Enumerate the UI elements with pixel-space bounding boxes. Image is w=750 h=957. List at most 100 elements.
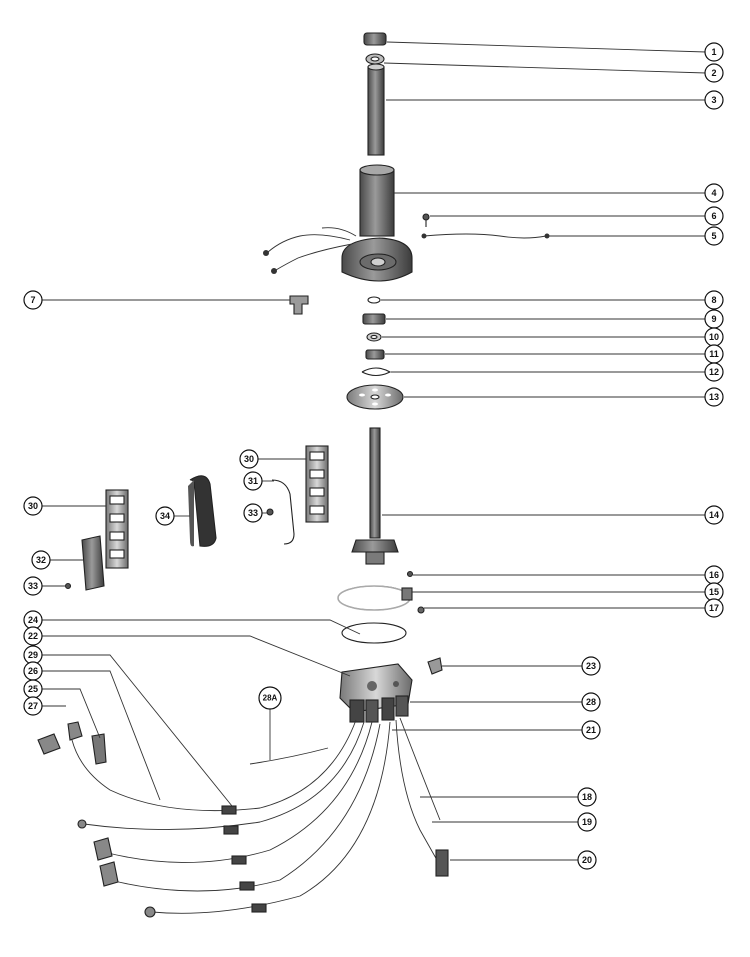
callout-label: 26: [28, 666, 38, 676]
callout-label: 34: [160, 511, 170, 521]
callout-label: 21: [586, 725, 596, 735]
part-34-coil: [188, 475, 217, 547]
callout-22: 22: [23, 626, 43, 646]
callout-label: 8: [711, 295, 716, 305]
callout-label: 19: [582, 817, 592, 827]
callout-17: 17: [704, 598, 724, 618]
callout-label: 25: [28, 684, 38, 694]
part-4-housing: [263, 164, 413, 282]
callout-label: 1: [711, 47, 716, 57]
callout-11: 11: [704, 344, 724, 364]
part-11-bearing: [365, 349, 385, 360]
callout-28a: 28A: [258, 686, 282, 710]
part-22-switch-box: [339, 663, 413, 723]
part-5-wire: [421, 233, 550, 239]
part-30a-terminal-block: [105, 489, 129, 569]
callout-label: 20: [582, 855, 592, 865]
callout-1: 1: [704, 42, 724, 62]
callout-label: 22: [28, 631, 38, 641]
callout-label: 3: [711, 95, 716, 105]
part-14-shaft: [351, 427, 399, 565]
callout-label: 28: [586, 697, 596, 707]
callout-29: 29: [23, 645, 43, 665]
part-31-strap: [271, 479, 295, 545]
parts: [37, 32, 550, 918]
callout-label: 13: [709, 392, 719, 402]
part-16-screw: [406, 570, 414, 578]
callout-16: 16: [704, 565, 724, 585]
callout-6: 6: [704, 206, 724, 226]
callout-24: 24: [23, 610, 43, 630]
callouts: 1 2 3 4 6 5 7 8 9 10 11 12 13 30 31 33 3…: [23, 42, 724, 870]
callout-label: 23: [586, 661, 596, 671]
ignition-leads: [37, 717, 449, 918]
callout-26: 26: [23, 661, 43, 681]
callout-label: 17: [709, 603, 719, 613]
callout-4: 4: [704, 183, 724, 203]
callout-label: 4: [711, 188, 716, 198]
callout-25: 25: [23, 679, 43, 699]
callout-label: 30: [28, 501, 38, 511]
part-6-screw: [422, 213, 430, 227]
callout-20: 20: [577, 850, 597, 870]
part-12-snap-ring: [361, 367, 392, 377]
callout-2: 2: [704, 63, 724, 83]
callout-label: 6: [711, 211, 716, 221]
callout-label: 33: [28, 581, 38, 591]
part-32-bracket: [81, 535, 105, 591]
callout-14: 14: [704, 505, 724, 525]
callout-23: 23: [581, 656, 601, 676]
callout-30-upper: 30: [239, 449, 259, 469]
callout-5: 5: [704, 226, 724, 246]
callout-33-left: 33: [23, 576, 43, 596]
callout-label: 9: [711, 314, 716, 324]
part-24-oring: [341, 622, 407, 644]
callout-31: 31: [243, 471, 263, 491]
callout-33-upper: 33: [243, 503, 263, 523]
part-28a-wire: [249, 747, 329, 765]
callout-label: 12: [709, 367, 719, 377]
callout-32: 32: [31, 550, 51, 570]
callout-13: 13: [704, 387, 724, 407]
callout-label: 30: [244, 454, 254, 464]
callout-27: 27: [23, 696, 43, 716]
callout-label: 27: [28, 701, 38, 711]
callout-label: 31: [248, 476, 258, 486]
callout-label: 7: [30, 295, 35, 305]
callout-28: 28: [581, 692, 601, 712]
part-33a-screw: [266, 508, 274, 516]
callout-label: 24: [28, 615, 38, 625]
callout-3: 3: [704, 90, 724, 110]
callout-label: 29: [28, 650, 38, 660]
part-1-nut: [363, 32, 387, 46]
part-30b-terminal-block: [305, 445, 329, 523]
callout-label: 15: [709, 587, 719, 597]
part-10-washer: [366, 332, 382, 342]
leader-lines: [42, 41, 707, 861]
part-17-nut: [417, 606, 425, 614]
part-9-bearing: [362, 313, 386, 325]
callout-12: 12: [704, 362, 724, 382]
callout-label: 11: [709, 349, 719, 359]
callout-10: 10: [704, 327, 724, 347]
callout-label: 33: [248, 508, 258, 518]
callout-8: 8: [704, 290, 724, 310]
callout-21: 21: [581, 720, 601, 740]
part-7-connector: [289, 295, 309, 315]
callout-label: 18: [582, 792, 592, 802]
callout-label: 5: [711, 231, 716, 241]
part-23-plug: [427, 657, 443, 675]
callout-15: 15: [704, 582, 724, 602]
callout-34: 34: [155, 506, 175, 526]
callout-label: 32: [36, 555, 46, 565]
callout-label: 28A: [263, 694, 278, 703]
callout-18: 18: [577, 787, 597, 807]
callout-30-left: 30: [23, 496, 43, 516]
part-3-tube: [367, 63, 385, 156]
part-15-clamp: [337, 585, 413, 611]
callout-label: 14: [709, 510, 719, 520]
part-13-plate: [346, 384, 404, 410]
part-2-washer: [365, 53, 385, 65]
callout-label: 10: [709, 332, 719, 342]
